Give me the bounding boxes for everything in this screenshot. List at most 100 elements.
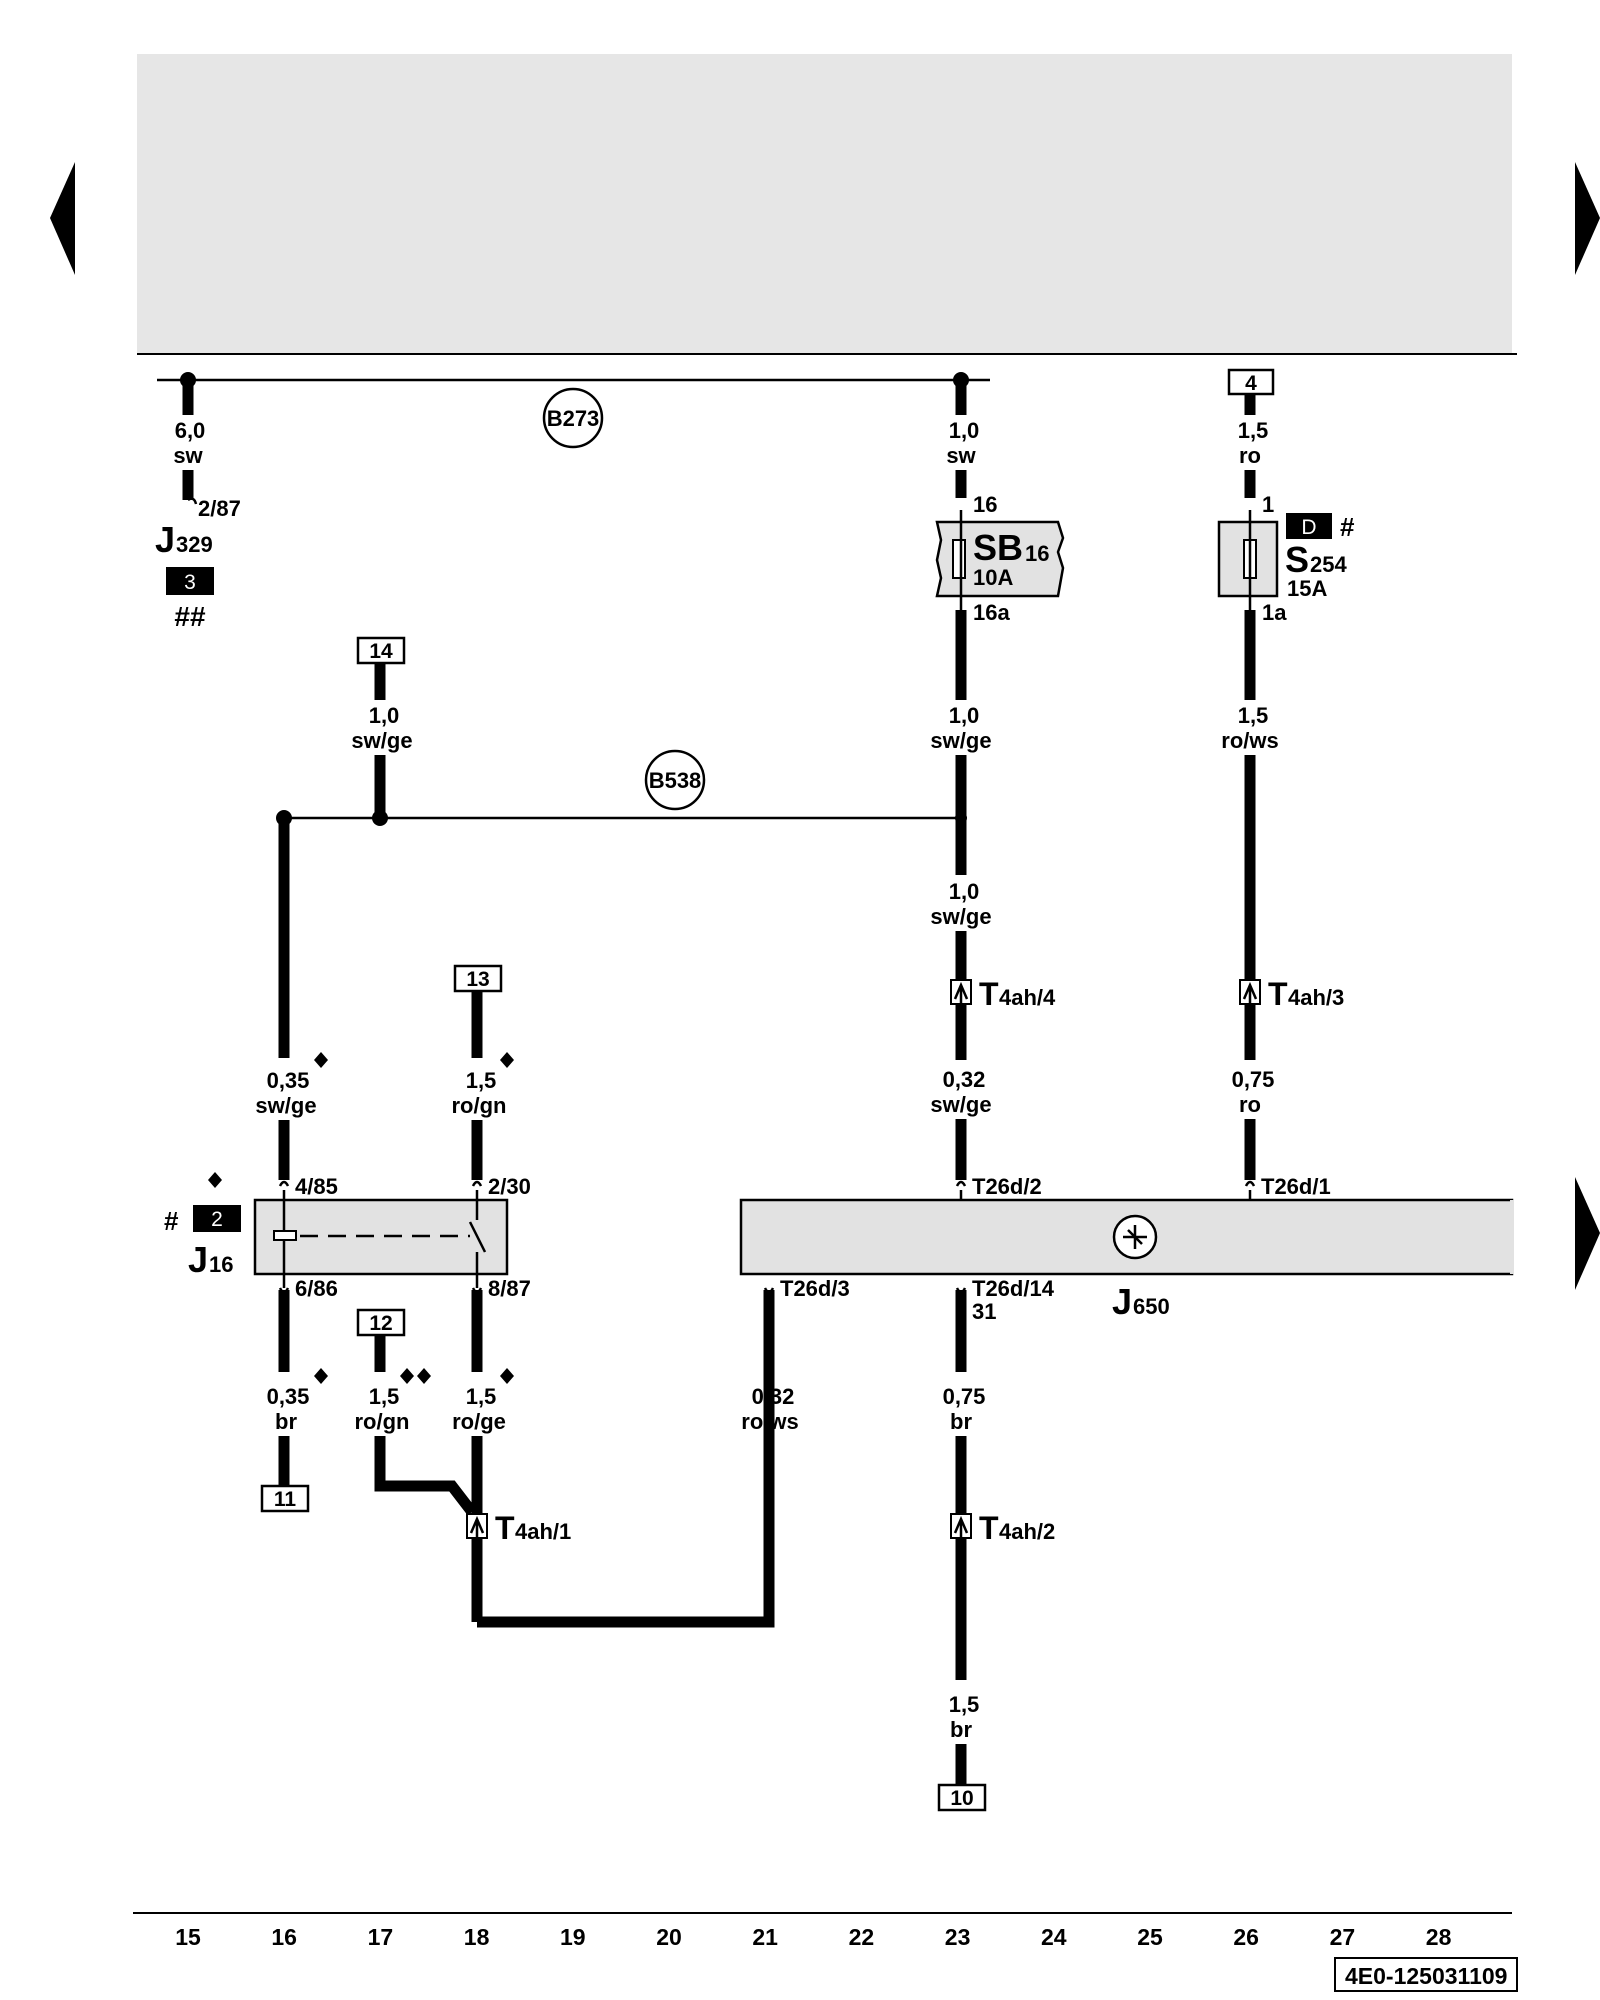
bus-b538-label: B538 xyxy=(649,768,702,793)
t4ah2-letter: T xyxy=(979,1510,999,1546)
diamond-marker-icon xyxy=(400,1368,414,1384)
badge-3-text: 3 xyxy=(184,571,196,594)
wire-size-label: 0,35 xyxy=(267,1384,310,1409)
diamond-marker-icon xyxy=(208,1172,222,1188)
junction-dot xyxy=(372,810,388,826)
j650-pin-t26d1: T26d/1 xyxy=(1261,1174,1331,1199)
connector-box-12-text: 12 xyxy=(369,1312,392,1335)
grid-number: 18 xyxy=(464,1924,490,1950)
wire-size-label: 1,5 xyxy=(466,1384,497,1409)
connector-box-14 xyxy=(356,636,406,665)
wire-color-label: sw xyxy=(173,443,203,468)
wire-color-label: sw/ge xyxy=(930,728,991,753)
next-page-arrow-icon[interactable] xyxy=(1575,162,1600,275)
wire-size-label: 1,5 xyxy=(1238,418,1269,443)
connector-box-4-text: 4 xyxy=(1245,372,1257,395)
j650-sub: 650 xyxy=(1133,1294,1170,1319)
j329-pin-label: 2/87 xyxy=(198,496,241,521)
wire-size-label: 6,0 xyxy=(175,418,206,443)
wire-size-label: 0,32 xyxy=(943,1067,986,1092)
t4ah3-sub: 4ah/3 xyxy=(1288,985,1344,1010)
diamond-marker-icon xyxy=(417,1368,431,1384)
j329-letter: J xyxy=(155,519,175,560)
wire-color-label: ro/ws xyxy=(1221,728,1278,753)
j16-pin-4-85: 4/85 xyxy=(295,1174,338,1199)
j16-mark: # xyxy=(164,1206,179,1236)
j650-pin-t26d14: T26d/14 xyxy=(972,1276,1055,1301)
wire-color-label: br xyxy=(950,1409,972,1434)
grid-number: 24 xyxy=(1041,1924,1067,1950)
j329-sub: 329 xyxy=(176,532,213,557)
diamond-marker-icon xyxy=(500,1368,514,1384)
fuse-element-icon xyxy=(952,539,966,579)
s254-letter: S xyxy=(1285,539,1309,580)
grid-number: 20 xyxy=(656,1924,682,1950)
wire-size-label: 0,32 xyxy=(752,1384,795,1409)
sb16-pin-in: 16 xyxy=(973,492,997,517)
j16-sub: 16 xyxy=(209,1252,233,1277)
t4ah3-letter: T xyxy=(1268,976,1288,1012)
s254-pin-in: 1 xyxy=(1262,492,1274,517)
connector-box-11 xyxy=(260,1484,310,1513)
grid-number: 26 xyxy=(1233,1924,1259,1950)
wire-color-label: ro/gn xyxy=(355,1409,410,1434)
t4ah2-sub: 4ah/2 xyxy=(999,1519,1055,1544)
wire-size-label: 0,75 xyxy=(1232,1067,1275,1092)
wire-size-label: 1,0 xyxy=(949,703,980,728)
junction-dot xyxy=(955,812,967,824)
connector-box-14-text: 14 xyxy=(369,640,393,663)
wire-color-label: br xyxy=(950,1717,972,1742)
j16-pin-8-87: 8/87 xyxy=(488,1276,531,1301)
connector-arrow-icon xyxy=(469,1515,485,1537)
grid-number: 17 xyxy=(368,1924,394,1950)
j650-symbol-cross-icon xyxy=(1123,1225,1147,1249)
grid-number: 21 xyxy=(752,1924,778,1950)
t4ah1-letter: T xyxy=(495,1510,515,1546)
wire-size-label: 1,0 xyxy=(949,418,980,443)
j16-pin-2-30: 2/30 xyxy=(488,1174,531,1199)
continue-arrow-icon[interactable] xyxy=(1575,1177,1600,1290)
wire-size-label: 0,75 xyxy=(943,1384,986,1409)
grid-number: 15 xyxy=(175,1924,201,1950)
connector-arrow-icon xyxy=(953,1515,969,1537)
wire-color-label: br xyxy=(275,1409,297,1434)
j16-letter: J xyxy=(188,1239,208,1280)
wire-color-label: sw/ge xyxy=(351,728,412,753)
wire-size-label: 1,5 xyxy=(1238,703,1269,728)
sb16-sub: 16 xyxy=(1025,541,1049,566)
wire-box12-to-t4ah1 xyxy=(374,1436,477,1516)
s254-rating: 15A xyxy=(1287,576,1327,601)
connector-box-11-text: 11 xyxy=(274,1488,297,1511)
pin-arc xyxy=(187,497,198,505)
grid-number: 23 xyxy=(945,1924,971,1950)
pin-arc xyxy=(278,1180,290,1187)
s254-sub: 254 xyxy=(1310,552,1347,577)
j16-pin-6-86: 6/86 xyxy=(295,1276,338,1301)
sb16-letter: SB xyxy=(973,527,1023,568)
wire-size-label: 1,0 xyxy=(369,703,400,728)
prev-page-arrow-icon[interactable] xyxy=(50,162,75,275)
s254-mark: # xyxy=(1340,512,1355,542)
pin-arc xyxy=(955,1180,967,1187)
s254-pin-out: 1a xyxy=(1262,600,1287,625)
wire-size-label: 0,35 xyxy=(267,1068,310,1093)
grid-number: 19 xyxy=(560,1924,586,1950)
sb16-pin-out: 16a xyxy=(973,600,1010,625)
wire-color-label: ro/ws xyxy=(741,1409,798,1434)
wire-color-label: sw xyxy=(946,443,976,468)
badge-d xyxy=(1286,513,1332,539)
t4ah1-sub: 4ah/1 xyxy=(515,1519,571,1544)
t4ah4-sub: 4ah/4 xyxy=(999,985,1056,1010)
grid-number: 16 xyxy=(271,1924,297,1950)
connector-box-13 xyxy=(453,964,503,993)
connector-arrow-icon xyxy=(1242,981,1258,1003)
doc-id-text: 4E0-125031109 xyxy=(1345,1963,1507,1989)
grid-number: 27 xyxy=(1330,1924,1356,1950)
bus-b273-label: B273 xyxy=(547,406,600,431)
pin-arc xyxy=(1244,1180,1256,1187)
grid-number: 28 xyxy=(1426,1924,1452,1950)
header-panel xyxy=(137,54,1512,354)
relay-switch-icon xyxy=(468,1221,487,1253)
